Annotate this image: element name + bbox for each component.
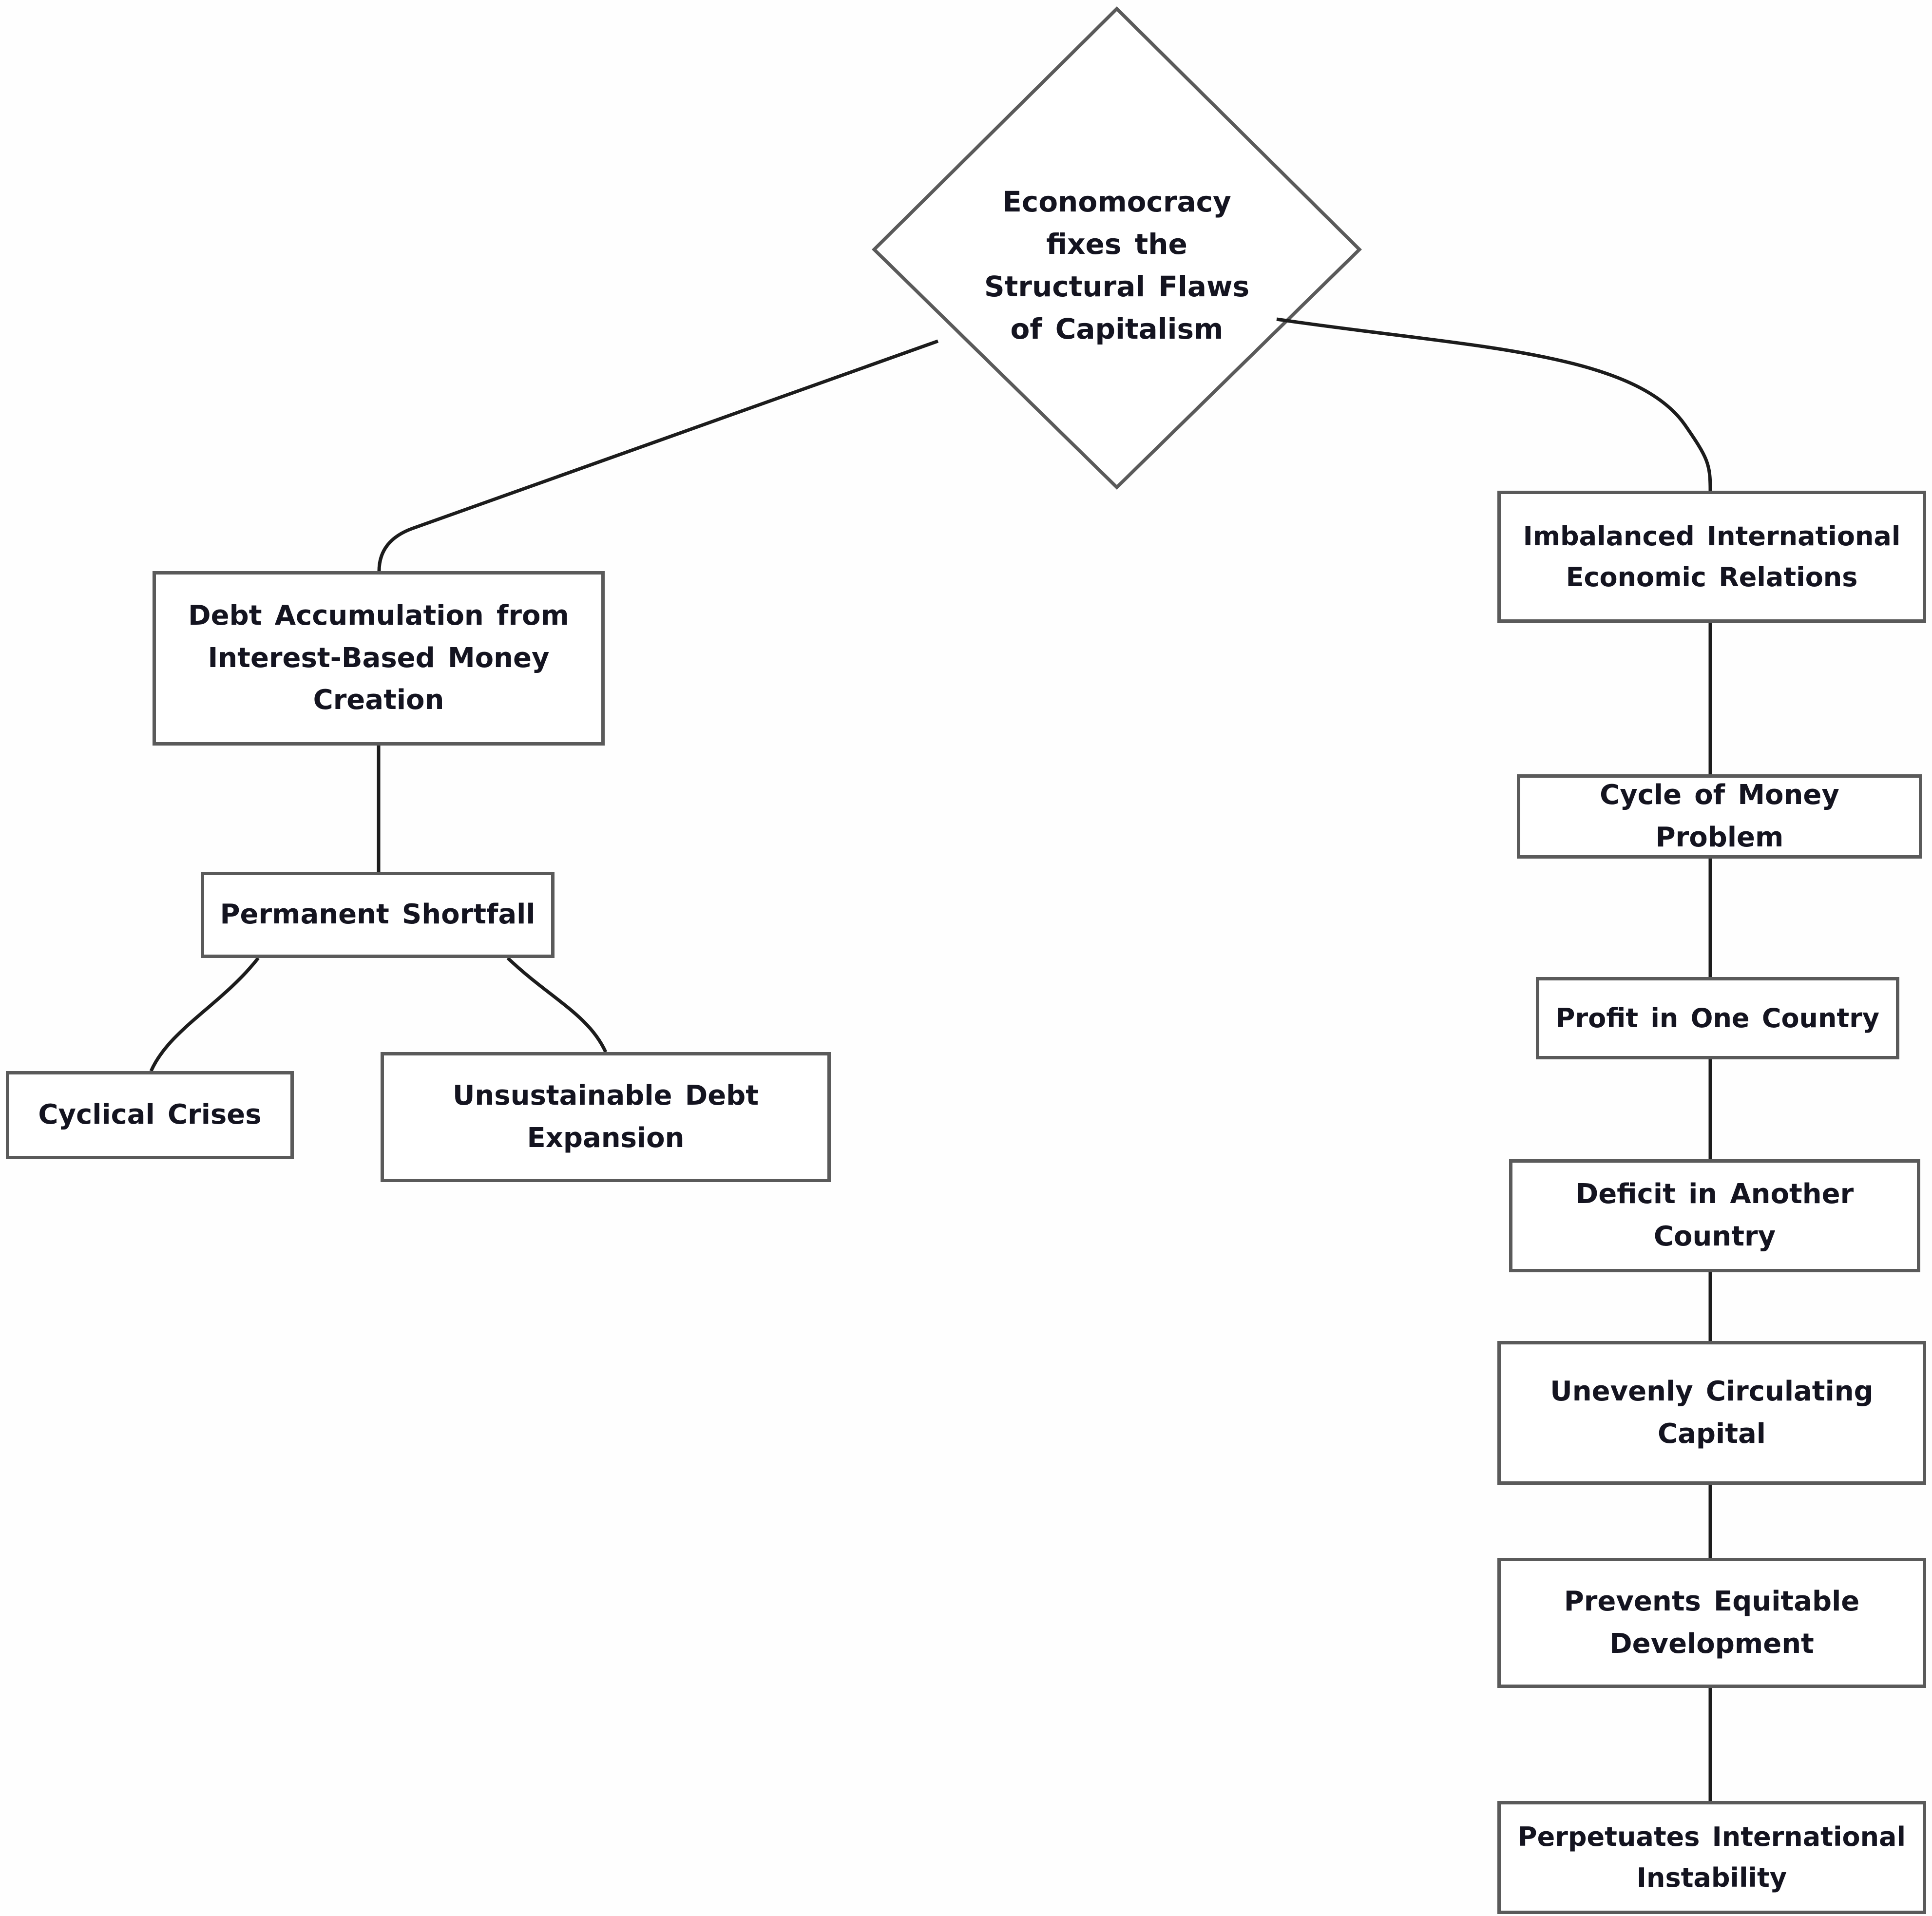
box-prevents-equitable-development: Prevents Equitable Development	[1497, 1558, 1926, 1688]
box-deficit-in-another-country: Deficit in Another Country	[1509, 1159, 1920, 1272]
connector-shortfall-crises	[149, 957, 260, 1072]
box-debt-accumulation: Debt Accumulation from Interest-Based Mo…	[153, 571, 605, 746]
box-profit-in-one-country: Profit in One Country	[1536, 977, 1899, 1059]
box-cycle-of-money-problem: Cycle of Money Problem	[1517, 774, 1922, 859]
box-permanent-shortfall: Permanent Shortfall	[201, 872, 555, 958]
box-perpetuates-international-instability: Perpetuates International Instability	[1497, 1801, 1926, 1914]
connector-diamond-imbalanced	[1276, 317, 1712, 491]
box-unsustainable-debt-expansion: Unsustainable Debt Expansion	[381, 1052, 831, 1182]
box-unevenly-circulating-capital: Unevenly Circulating Capital	[1497, 1341, 1926, 1485]
box-imbalanced-international-economic-relations: Imbalanced International Economic Relati…	[1497, 491, 1926, 623]
box-cyclical-crises: Cyclical Crises	[6, 1071, 294, 1159]
connector-diamond-debt	[377, 339, 939, 572]
diamond-shape	[872, 6, 1362, 490]
connector-shortfall-expansion	[506, 957, 608, 1053]
diamond-node-economocracy: Economocracy fixes the Structural Flaws …	[984, 185, 1250, 345]
